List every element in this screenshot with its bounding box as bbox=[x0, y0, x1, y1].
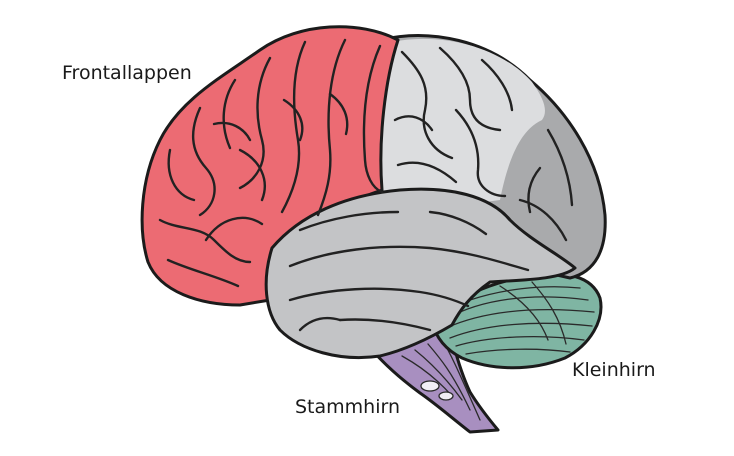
label-frontallappen: Frontallappen bbox=[62, 62, 192, 84]
parietal-lobe bbox=[377, 38, 545, 208]
label-stammhirn: Stammhirn bbox=[295, 396, 401, 418]
temporal-lobe bbox=[264, 187, 577, 360]
label-kleinhirn: Kleinhirn bbox=[572, 359, 656, 381]
